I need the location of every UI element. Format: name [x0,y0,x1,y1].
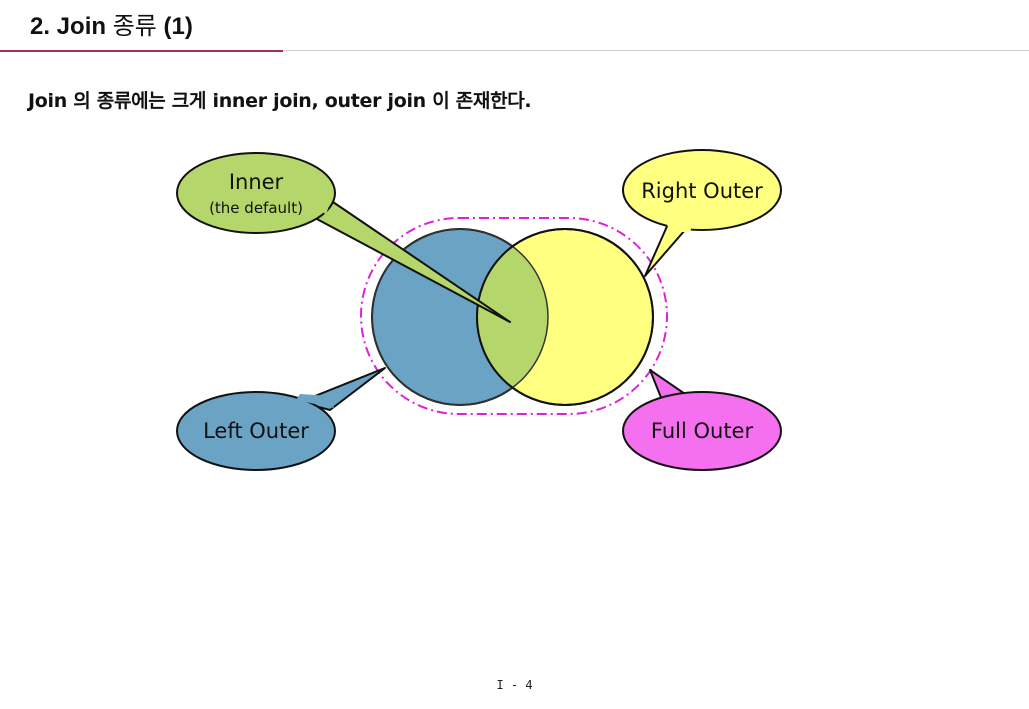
full-outer-bubble: Full Outer [622,369,782,471]
title-number: 2. Join [30,13,107,40]
right-circle-outline [476,228,654,406]
right-outer-label: Right Outer [641,179,763,203]
title-accent-rule [0,50,283,52]
full-outer-outline [360,217,668,415]
left-circle-outline [371,228,549,406]
title-korean: 종류 [112,13,157,40]
intro-text: Join 의 종류에는 크게 inner join, outer join 이 … [28,90,532,112]
right-outer-bubble: Right Outer [622,149,782,277]
left-outer-bubble: Left Outer [176,367,386,471]
inner-sublabel: (the default) [209,199,303,217]
title-suffix: (1) [163,13,193,40]
intersection-area [477,229,548,405]
left-outer-label: Left Outer [203,419,309,443]
title-bar: 2. Join 종류 (1) [0,0,1029,52]
inner-label: Inner [229,170,284,194]
page-title: 2. Join 종류 (1) [30,6,193,41]
title-divider [283,50,1029,51]
inner-bubble: Inner (the default) [176,152,511,323]
page-number: I - 4 [496,678,533,692]
full-outer-label: Full Outer [651,419,754,443]
